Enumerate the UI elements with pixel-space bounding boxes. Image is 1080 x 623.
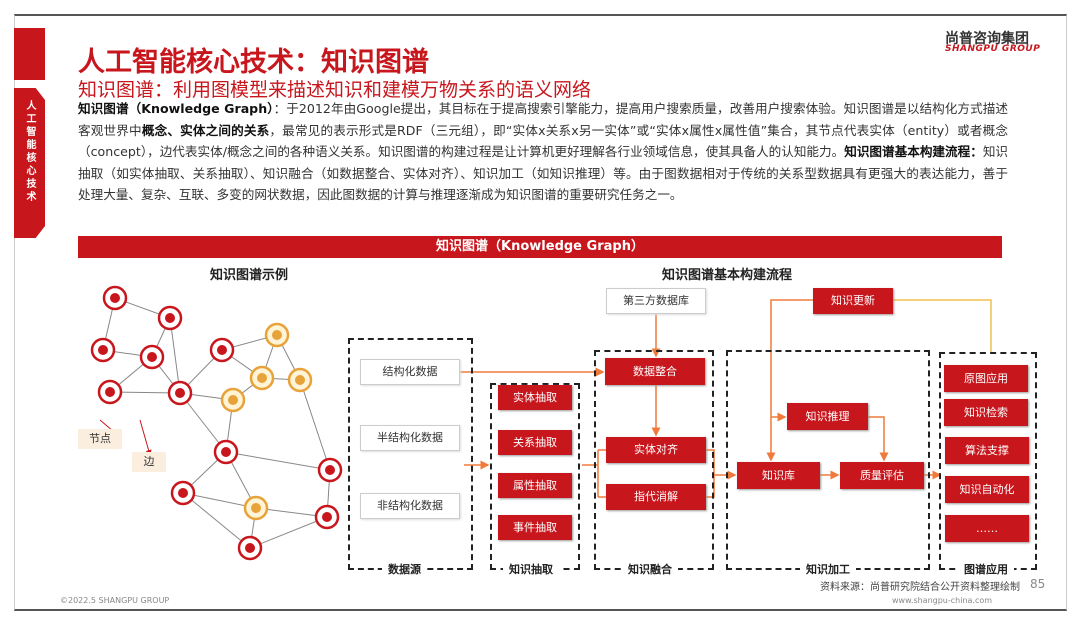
graph-node-icon [228,395,238,405]
graph-edge [249,516,328,549]
graph-node-icon [322,512,332,522]
graph-node-icon [221,447,231,457]
section-tab [14,88,45,238]
graph-node-icon [272,330,282,340]
processing-label: 知识加工 [800,561,856,577]
page-title: 人工智能核心技术：知识图谱 [78,47,429,78]
body-2: ，最常见的表示形式是RDF（三元组），即“实体x关系x另一实体”或“实体x属性x… [78,122,1009,160]
body-bold-2: 概念、实体之间的关系 [141,122,270,138]
example-title: 知识图谱示例 [210,268,289,283]
processing-item: 质量评估 [840,462,924,489]
graph-node-icon [165,313,175,323]
extraction-item: 属性抽取 [498,473,572,498]
processing-item: 知识推理 [787,403,868,430]
applications-label: 图谱应用 [958,561,1014,577]
processing-group [726,350,930,570]
edge-label: 边 [132,452,166,472]
graph-edge [169,317,181,394]
extraction-label: 知识抽取 [503,561,559,577]
graph-node-icon [295,375,305,385]
graph-node-icon [98,345,108,355]
application-item: 算法支撑 [945,437,1029,464]
extraction-item: 关系抽取 [498,430,572,455]
example-graph [90,285,343,561]
source-item: 非结构化数据 [360,493,460,519]
fusion-item: 指代消解 [606,484,706,510]
extraction-item: 实体抽取 [498,385,572,410]
slide-frame [14,14,1067,611]
body-3: 知识抽取（如实体抽取、关系抽取）、知识融合（如数据整合、实体对齐）、知识加工（如… [78,144,1009,203]
source-note: 资料来源：尚普研究院结合公开资料整理绘制 [820,582,1020,593]
graph-node-icon [110,293,120,303]
graph-node-icon [147,352,157,362]
application-item: 原图应用 [944,365,1028,392]
fusion-item: 实体对齐 [606,437,706,463]
graph-node-icon [217,345,227,355]
page-subtitle: 知识图谱：利用图模型来描述知识和建模万物关系的语义网络 [78,79,592,101]
graph-node-icon [245,543,255,553]
corner-tab [14,28,45,80]
sources-label: 数据源 [382,561,427,577]
extraction-item: 事件抽取 [498,515,572,540]
graph-node-icon [325,465,335,475]
logo-en: SHANGPU GROUP [945,44,1041,54]
graph-node-icon [175,388,185,398]
source-item: 半结构化数据 [360,425,460,451]
graph-edge [182,492,251,549]
application-item: 知识自动化 [945,476,1029,503]
body-bold-1: 知识图谱（Knowledge Graph） [78,101,274,116]
graph-edge [225,451,331,471]
footer-copyright: ©2022.5 SHANGPU GROUP [60,596,170,605]
processing-item: 知识库 [737,462,820,489]
source-item: 结构化数据 [360,359,460,385]
graph-node-icon [251,503,261,513]
section-tab-label: 人工智能核心技术 [24,100,35,204]
third-party-db: 第三方数据库 [606,288,706,314]
flow-title: 知识图谱基本构建流程 [662,268,793,283]
knowledge-update: 知识更新 [813,288,893,314]
graph-edge [182,492,257,509]
flow-arrows [460,299,942,498]
node-label: 节点 [78,429,122,449]
graph-edge [299,379,331,471]
application-item: …… [945,515,1029,542]
fusion-label: 知识融合 [622,561,678,577]
body-text: 知识图谱（Knowledge Graph）：于2012年由Google提出，其目… [78,98,1008,206]
graph-node-icon [105,387,115,397]
label-pointer [139,419,152,456]
footer-website: www.shangpu-china.com [892,596,993,605]
fusion-item: 数据整合 [605,358,705,385]
application-item: 知识检索 [944,399,1028,426]
graph-edge [179,392,227,453]
body-1: ：于2012年由Google提出，其目标在于提高搜索引擎能力，提高用户搜索质量，… [78,101,1008,138]
page-number: 85 [1030,577,1046,591]
section-banner: 知识图谱（Knowledge Graph） [78,236,1002,258]
update-line [893,299,992,352]
body-bold-3: 知识图谱基本构建流程： [844,144,983,160]
logo-cn: 尚普咨询集团 [945,31,1029,47]
graph-node-icon [257,373,267,383]
graph-node-icon [178,488,188,498]
